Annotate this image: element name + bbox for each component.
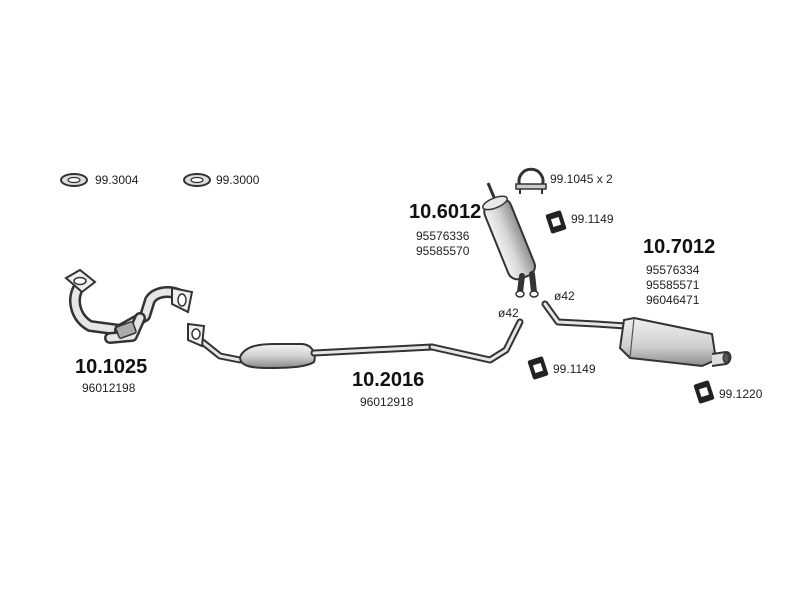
front-pipe-10-1025 (64, 268, 194, 344)
oem-number: 96012198 (82, 381, 136, 395)
center-pipe-10-2016 (187, 318, 524, 370)
gasket-99-3000-icon (183, 173, 211, 187)
oem-number: 95576336 (416, 229, 470, 243)
diameter-right: ø42 (554, 289, 575, 303)
gasket-99-3004-icon (60, 173, 88, 187)
rear-silencer-part-number: 10.7012 (643, 236, 716, 258)
front-pipe-part-number: 10.1025 (75, 356, 148, 378)
gasket-a-code: 99.3004 (95, 173, 139, 187)
hanger-99-1149-bottom-icon (527, 356, 549, 380)
oem-number: 95576334 (646, 263, 700, 277)
hanger-top-code: 99.1149 (571, 212, 614, 226)
front-pipe-oem-numbers: 96012198 (82, 381, 135, 396)
clamp-code: 99.1045 x 2 (550, 172, 613, 186)
oem-number: 96012918 (360, 395, 414, 409)
mid-silencer-part-number: 10.6012 (409, 201, 482, 223)
hanger-rear-code: 99.1220 (719, 387, 763, 401)
gasket-b-code: 99.3000 (216, 173, 260, 187)
mid-silencer-10-6012 (482, 182, 539, 298)
rear-silencer-oem-numbers: 95576334 95585571 96046471 (646, 263, 699, 308)
hanger-99-1220-icon (693, 380, 715, 404)
hanger-bottom-code: 99.1149 (553, 362, 596, 376)
oem-number: 95585571 (646, 278, 700, 292)
rear-silencer-10-7012 (541, 300, 732, 368)
center-pipe-part-number: 10.2016 (352, 369, 425, 391)
mid-silencer-oem-numbers: 95576336 95585570 (416, 229, 469, 259)
oem-number: 96046471 (646, 293, 700, 307)
oem-number: 95585570 (416, 244, 470, 258)
clamp-icon (515, 167, 547, 194)
diameter-left: ø42 (498, 306, 519, 320)
center-pipe-oem-numbers: 96012918 (360, 395, 413, 410)
hanger-99-1149-top-icon (545, 210, 567, 234)
